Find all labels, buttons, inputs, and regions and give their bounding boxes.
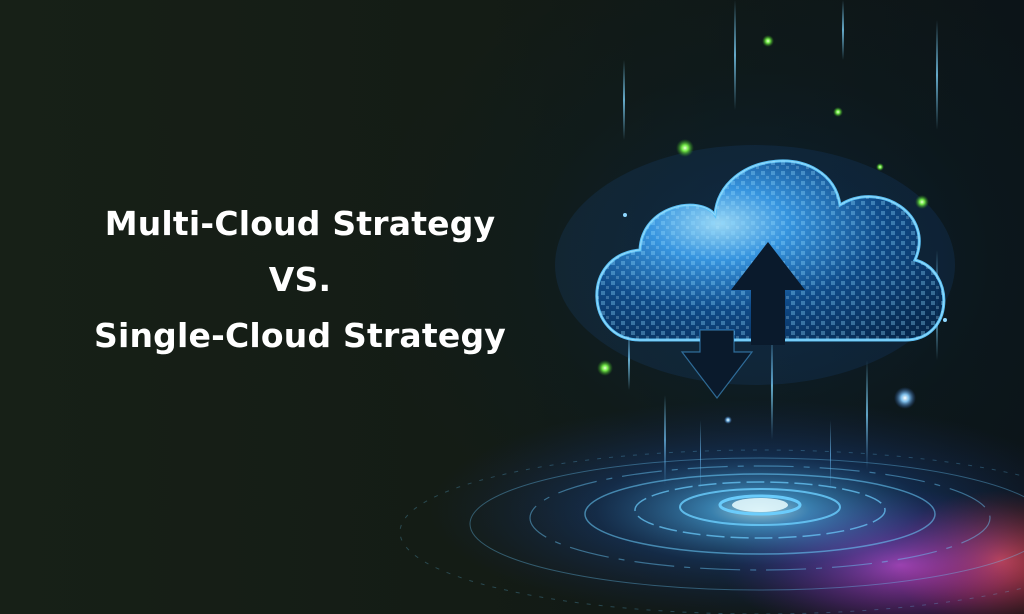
- glowing-particles: [597, 35, 947, 424]
- headline: Multi-Cloud Strategy VS. Single-Cloud St…: [60, 196, 540, 364]
- platform-rings: [399, 449, 1024, 614]
- headline-line-1: Multi-Cloud Strategy: [104, 204, 496, 243]
- upload-arrow-icon: [731, 242, 805, 345]
- headline-line-3: Single-Cloud Strategy: [94, 316, 506, 355]
- headline-line-2: VS.: [268, 260, 332, 299]
- download-arrow-icon: [680, 329, 754, 399]
